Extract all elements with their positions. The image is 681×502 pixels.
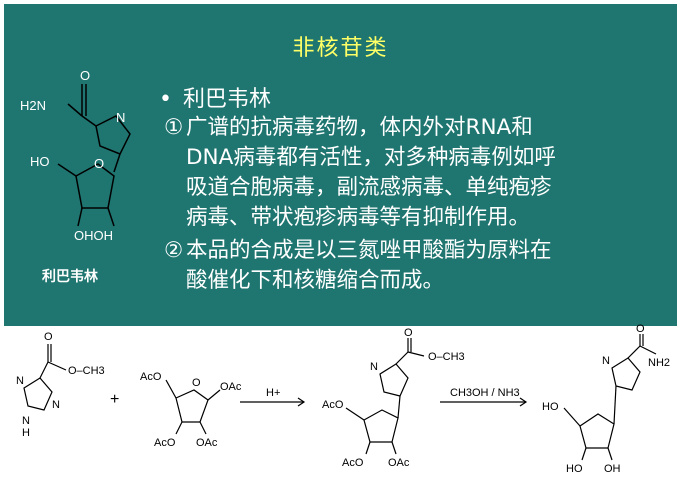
ribose-oac2-label: OAc bbox=[196, 437, 218, 449]
paragraph-marker: ① bbox=[164, 115, 184, 140]
prod-o-label: O bbox=[636, 323, 645, 335]
paragraph-line: 本品的合成是以三氮唑甲酸酯为原料在 bbox=[186, 238, 552, 263]
prod-n-label: N bbox=[602, 355, 610, 367]
bullet-heading: • 利巴韦林 bbox=[159, 81, 271, 113]
prod-ho-label: HO bbox=[542, 401, 559, 413]
int-aco-label: AcO bbox=[342, 457, 364, 469]
ribose-oac-label: OAc bbox=[220, 381, 242, 393]
ester-nh-label: N bbox=[22, 415, 30, 427]
ribose-o-label: O bbox=[192, 377, 201, 389]
structure-ho-label: HO bbox=[30, 154, 50, 169]
plus-sign: + bbox=[110, 391, 119, 408]
synthesis-panel: O O–CH3 N N N H + AcO OAc O AcO OAc H+ O… bbox=[4, 323, 677, 498]
paragraph-line: 病毒、带状疱疹病毒等有抑制作用。 bbox=[186, 205, 531, 230]
ester-h-label: H bbox=[22, 427, 30, 439]
paragraph-line: 吸道合胞病毒，副流感病毒、单纯疱疹 bbox=[186, 175, 552, 200]
prod-nh2-label: NH2 bbox=[648, 357, 670, 369]
structure-caption: 利巴韦林 bbox=[42, 269, 98, 285]
structure-o-label: O bbox=[80, 68, 90, 83]
paragraph-line: 酸催化下和核糖缩合而成。 bbox=[186, 268, 445, 293]
ester-n2-label: N bbox=[52, 399, 60, 411]
synthesis-scheme: O O–CH3 N N N H + AcO OAc O AcO OAc H+ O… bbox=[16, 323, 670, 475]
ribavirin-structure: O H2N N HO O OHOH bbox=[20, 68, 131, 243]
ribose-aco-label: AcO bbox=[154, 437, 176, 449]
paragraph-marker: ② bbox=[164, 238, 184, 263]
ribose-aco-top-label: AcO bbox=[140, 371, 162, 383]
int-aco-top-label: AcO bbox=[322, 399, 344, 411]
arrow2-label: CH3OH / NH3 bbox=[450, 387, 520, 399]
int-n-label: N bbox=[370, 361, 378, 373]
paragraph-line: DNA病毒都有活性，对多种病毒例如呼 bbox=[186, 145, 556, 170]
prod-oh-label: OH bbox=[604, 463, 621, 475]
bullet-marker: • bbox=[159, 87, 172, 112]
ester-o-label: O bbox=[44, 331, 53, 343]
structure-ohoh-label: OHOH bbox=[74, 228, 113, 243]
int-och3-label: O–CH3 bbox=[428, 351, 465, 363]
arrow1-label: H+ bbox=[266, 387, 280, 399]
slide-title: 非核苷类 bbox=[292, 36, 389, 61]
heading-text: 利巴韦林 bbox=[183, 87, 272, 112]
structure-n-label: N bbox=[116, 110, 125, 125]
int-o-label: O bbox=[404, 327, 413, 339]
structure-ring-o-label: O bbox=[94, 156, 104, 171]
paragraph-line: 广谱的抗病毒药物，体内外对RNA和 bbox=[186, 115, 533, 140]
ester-och3-label: O–CH3 bbox=[68, 365, 105, 377]
int-oac-label: OAc bbox=[388, 457, 410, 469]
structure-h2n-label: H2N bbox=[20, 98, 46, 113]
prod-ho2-label: HO bbox=[566, 463, 583, 475]
ester-n-label: N bbox=[16, 375, 24, 387]
